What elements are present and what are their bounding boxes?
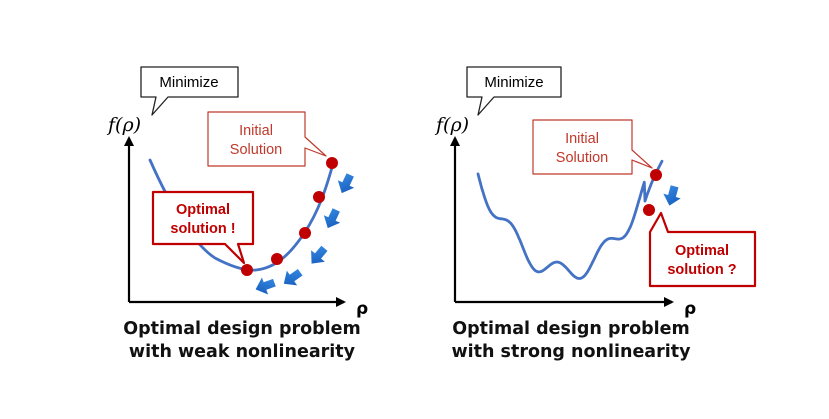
right-point-optimal bbox=[643, 204, 655, 216]
left-point-4 bbox=[271, 253, 283, 265]
left-initial-callout: Initial Solution bbox=[207, 111, 327, 167]
right-caption-line-1: Optimal design problem bbox=[452, 319, 690, 339]
down-arrow-icon bbox=[311, 245, 328, 264]
left-initial-line-1: Initial bbox=[239, 123, 273, 139]
left-caption-line-2: with weak nonlinearity bbox=[128, 342, 356, 362]
right-optimal-line-2: solution ? bbox=[667, 262, 736, 278]
left-caption-line-1: Optimal design problem bbox=[123, 319, 361, 339]
left-optimal-line-2: solution ! bbox=[170, 221, 235, 237]
right-minimize-callout: Minimize bbox=[466, 66, 562, 116]
left-arrow-icon bbox=[255, 277, 276, 295]
down-arrow-icon bbox=[323, 208, 341, 229]
right-panel: f(ρ) ρ Minimize Initial Solution Optimal… bbox=[434, 66, 757, 319]
left-panel: f(ρ) ρ Minimize bbox=[106, 66, 368, 319]
nonlinearity-diagram: f(ρ) ρ Minimize bbox=[106, 66, 757, 319]
right-objective-curve bbox=[476, 159, 664, 280]
left-minimize-callout: Minimize bbox=[140, 66, 239, 116]
down-arrow-icon bbox=[663, 185, 681, 206]
left-minimize-label: Minimize bbox=[159, 74, 218, 91]
down-arrow-icon bbox=[337, 173, 355, 194]
right-initial-line-2: Solution bbox=[556, 150, 608, 166]
left-initial-line-2: Solution bbox=[230, 142, 282, 158]
right-optimal-line-1: Optimal bbox=[675, 243, 729, 259]
left-optimal-line-1: Optimal bbox=[176, 202, 230, 218]
right-x-axis-label: ρ bbox=[684, 299, 696, 319]
left-point-initial bbox=[326, 157, 338, 169]
left-point-optimal bbox=[241, 264, 253, 276]
right-initial-line-1: Initial bbox=[565, 131, 599, 147]
right-minimize-label: Minimize bbox=[484, 74, 543, 91]
right-optimal-callout: Optimal solution ? bbox=[648, 211, 757, 288]
left-caption: Optimal design problem with weak nonline… bbox=[82, 318, 402, 364]
right-initial-callout: Initial Solution bbox=[532, 119, 653, 175]
right-point-initial bbox=[650, 169, 662, 181]
right-caption-line-2: with strong nonlinearity bbox=[451, 342, 691, 362]
left-y-axis-label: f(ρ) bbox=[106, 114, 141, 136]
right-caption: Optimal design problem with strong nonli… bbox=[411, 318, 731, 364]
left-point-2 bbox=[313, 191, 325, 203]
left-optimal-callout: Optimal solution ! bbox=[151, 190, 255, 265]
down-arrow-icon bbox=[283, 268, 303, 286]
left-x-axis-label: ρ bbox=[356, 299, 368, 319]
left-point-3 bbox=[299, 227, 311, 239]
right-y-axis-label: f(ρ) bbox=[434, 114, 469, 136]
